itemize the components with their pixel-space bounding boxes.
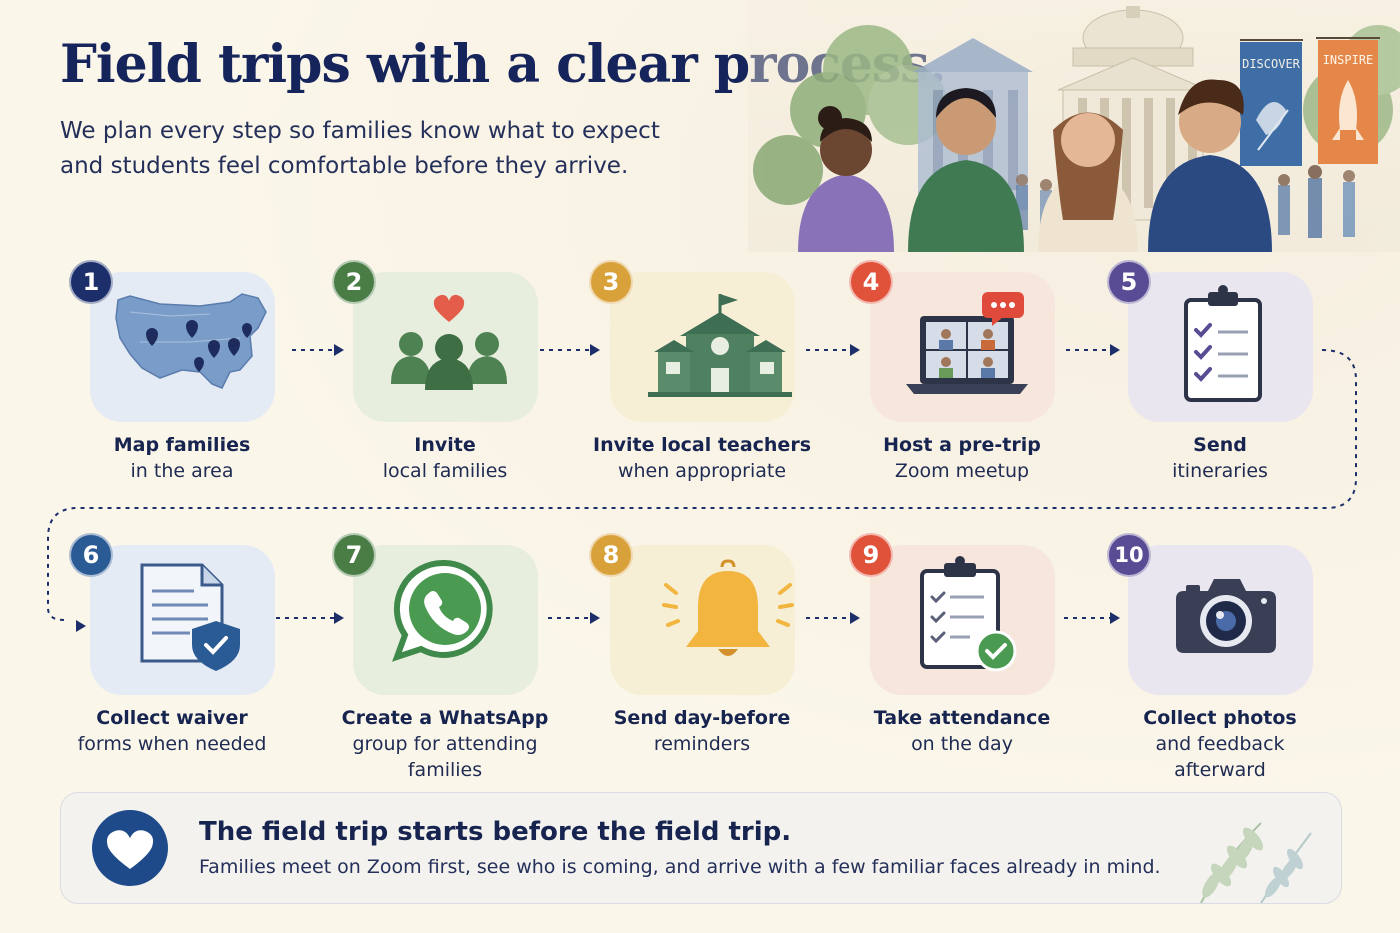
student-green-hoodie [908,88,1024,252]
step-6-title: Collect waiver [96,707,248,729]
step-4-label: Host a pre-trip Zoom meetup [832,432,1092,484]
arrow-head-9 [1110,612,1120,624]
step-2-tile [353,272,538,422]
step-2-badge: 2 [332,260,376,304]
student-cream-sweater [1038,112,1138,252]
step-3-title: Invite local teachers [593,434,811,456]
camera-icon [1176,579,1276,653]
step-1-label: Map families in the area [52,432,312,484]
page-subtitle: We plan every step so families know what… [60,118,660,179]
hero-illustration: DISCOVER INSPIRE [748,0,1400,252]
step-6-subtitle: forms when needed [77,733,267,755]
arrow-head-1 [334,344,344,356]
step-5-title: Send [1193,434,1247,456]
inspire-banner: INSPIRE [1316,37,1380,164]
step-10-badge: 10 [1107,533,1151,577]
step-8-subtitle: reminders [653,733,751,755]
step-6-tile [90,545,275,695]
arrow-head-2 [590,344,600,356]
step-3-badge: 3 [589,260,633,304]
step-3-tile [610,272,795,422]
step-7-badge: 7 [332,533,376,577]
step-3-subtitle: when appropriate [617,460,787,482]
museum-building [1057,6,1209,221]
heart-icon [92,810,168,886]
schoolhouse-icon [648,294,792,397]
step-7-subtitle-2: families [407,759,483,781]
step-1-subtitle: in the area [130,460,234,482]
arrow-head-5 [76,620,86,632]
step-4-title: Host a pre-trip [883,434,1041,456]
laptop-video-call-icon [906,292,1028,394]
step-10-label: Collect photos and feedback afterward [1090,705,1350,783]
step-10-tile [1128,545,1313,695]
student-purple-hoodie [798,106,894,252]
step-4-subtitle: Zoom meetup [894,460,1030,482]
discover-banner-text: DISCOVER [1242,57,1301,71]
step-4-tile [870,272,1055,422]
step-10-title: Collect photos [1143,707,1297,729]
step-10-subtitle: and feedback [1155,733,1285,755]
step-8-label: Send day-before reminders [572,705,832,757]
us-map-pins-icon [115,293,267,389]
step-2-subtitle: local families [382,460,508,482]
banner-title: The field trip starts before the field t… [199,817,792,847]
document-shield-icon [140,563,240,671]
step-5-badge: 5 [1107,260,1151,304]
step-2-label: Invite local families [315,432,575,484]
step-7-subtitle: group for attending [352,733,538,755]
people-heart-icon [391,294,507,390]
step-8-badge: 8 [589,533,633,577]
step-9-title: Take attendance [873,707,1051,729]
step-1-title: Map families [113,434,251,456]
step-10-subtitle-2: afterward [1174,759,1266,781]
step-7-title: Create a WhatsApp [341,707,549,729]
banner-text: Families meet on Zoom first, see who is … [199,856,1161,878]
step-4-badge: 4 [849,260,893,304]
arrow-head-3 [850,344,860,356]
step-9-subtitle: on the day [911,733,1013,755]
step-3-label: Invite local teachers when appropriate [572,432,832,484]
step-9-label: Take attendance on the day [832,705,1092,757]
step-6-badge: 6 [69,533,113,577]
step-1-tile [90,272,275,422]
student-navy-hoodie [1148,79,1272,252]
step-9-tile [870,545,1055,695]
step-8-title: Send day-before [613,707,791,729]
step-5-subtitle: itineraries [1172,460,1268,482]
step-9-badge: 9 [849,533,893,577]
step-6-label: Collect waiver forms when needed [42,705,302,757]
arrow-head-8 [850,612,860,624]
summary-banner: The field trip starts before the field t… [60,792,1342,904]
step-7-tile [353,545,538,695]
step-5-label: Send itineraries [1090,432,1350,484]
step-1-badge: 1 [69,260,113,304]
bell-icon [662,559,794,656]
clipboard-check-icon [920,556,1017,672]
step-7-label: Create a WhatsApp group for attending fa… [315,705,575,783]
step-5-tile [1128,272,1313,422]
leaf-sprig-icon [1200,822,1312,903]
arrow-head-4 [1110,344,1120,356]
step-2-title: Invite [414,434,476,456]
arrow-head-6 [334,612,344,624]
arrow-head-7 [590,612,600,624]
discover-banner: DISCOVER [1240,39,1303,166]
clipboard-checklist-icon [1184,285,1262,402]
step-8-tile [610,545,795,695]
whatsapp-icon [392,559,493,662]
inspire-banner-text: INSPIRE [1323,53,1374,67]
